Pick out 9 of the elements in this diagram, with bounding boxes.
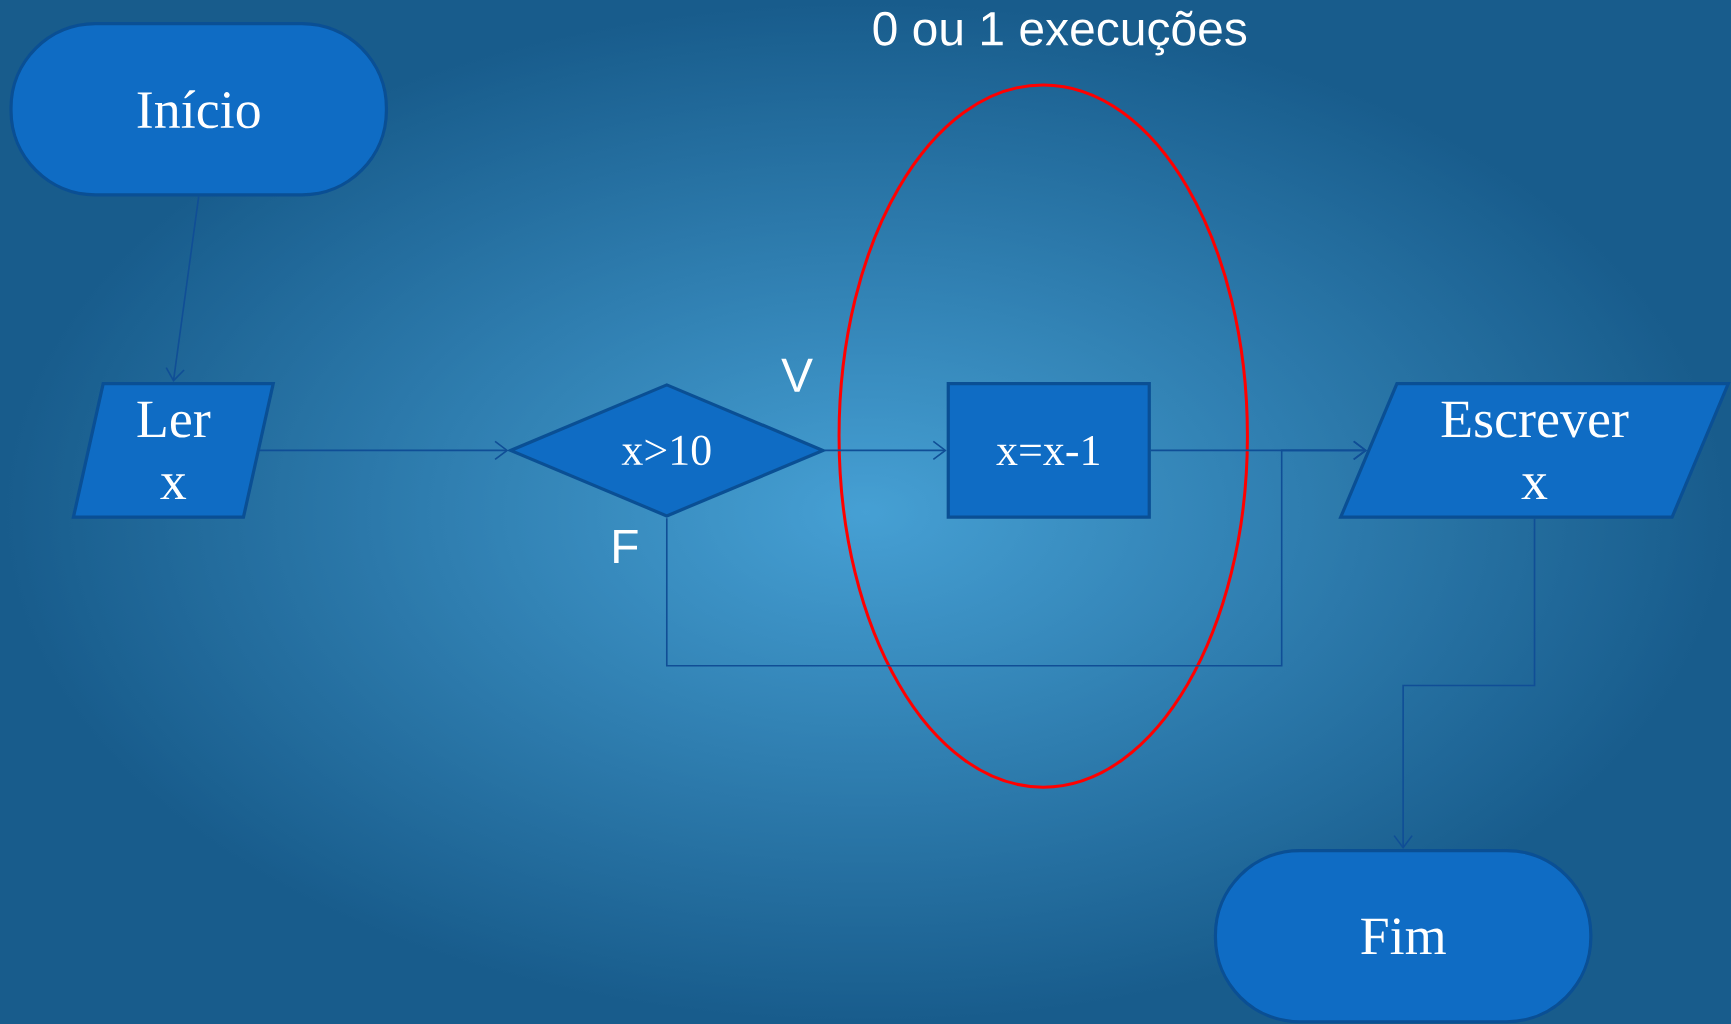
edge-label: F (614, 529, 638, 563)
arrow (1393, 517, 1536, 849)
arrow (824, 440, 947, 460)
annotation-text: 0 ou 1 execuções (873, 10, 1247, 56)
ellipse-outline (837, 83, 1249, 789)
arrow (165, 195, 200, 382)
process-box: x=x-1 (946, 381, 1151, 519)
arrow (259, 440, 509, 460)
arrow (1150, 440, 1368, 460)
